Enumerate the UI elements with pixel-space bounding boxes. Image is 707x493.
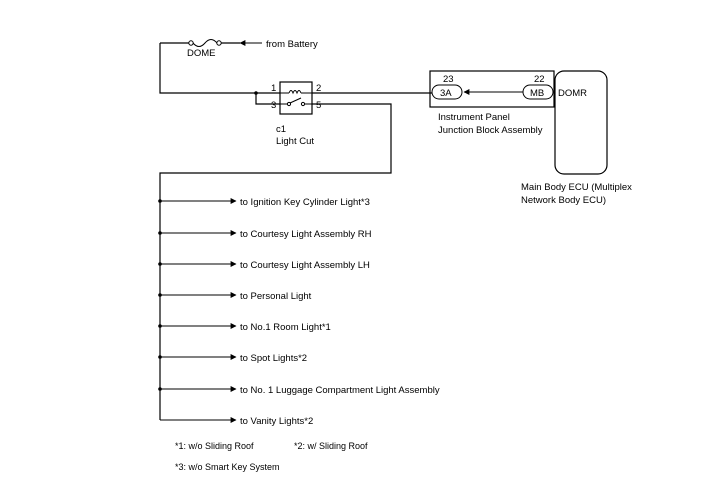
footnotes: *1: w/o Sliding Roof *2: w/ Sliding Roof…: [175, 441, 368, 472]
output-label: to No. 1 Luggage Compartment Light Assem…: [240, 385, 440, 396]
relay-id: c1: [276, 124, 286, 135]
instrument-panel-junction-block: 23 22 3A MB Instrument Panel Junction Bl…: [429, 70, 555, 136]
ecu-box: [554, 70, 608, 175]
dome-fuse: DOME: [160, 39, 240, 59]
light-cut-relay: 1 2 3 5 c1 Light Cut: [271, 81, 321, 147]
junction-dot: [254, 91, 258, 95]
footnote-3: *3: w/o Smart Key System: [175, 462, 280, 472]
ecu-name-1: Main Body ECU (Multiplex: [521, 182, 632, 193]
fuse-element-icon: [192, 39, 218, 47]
footnote-2: *2: w/ Sliding Roof: [294, 441, 368, 451]
output-branch-courtesy-lh: to Courtesy Light Assembly LH: [158, 260, 370, 271]
output-bus-wire: [159, 103, 392, 420]
relay-pin3-wire: [255, 93, 280, 105]
output-branch-room-light: to No.1 Room Light*1: [158, 322, 331, 333]
output-branch-personal: to Personal Light: [158, 291, 312, 302]
footnote-1: *1: w/o Sliding Roof: [175, 441, 254, 451]
fuse-terminal-left: [188, 40, 194, 46]
output-label: to Courtesy Light Assembly LH: [240, 260, 370, 271]
output-label: to Personal Light: [240, 291, 312, 302]
output-branch-vanity: to Vanity Lights*2: [160, 416, 313, 427]
output-label: to Courtesy Light Assembly RH: [240, 229, 372, 240]
connector-mb-label: MB: [530, 88, 544, 99]
output-label: to Ignition Key Cylinder Light*3: [240, 197, 370, 208]
connector-3a-label: 3A: [440, 88, 452, 99]
relay-coil-icon: [288, 90, 302, 95]
connector-3a: [431, 84, 463, 100]
main-body-ecu: DOMR Main Body ECU (Multiplex Network Bo…: [521, 70, 632, 206]
fuse-to-relay-wire: [159, 43, 280, 94]
junction-block-box: [429, 70, 555, 108]
battery-feed: from Battery: [239, 39, 318, 50]
output-branch-spot-lights: to Spot Lights*2: [158, 353, 307, 364]
output-branch-luggage: to No. 1 Luggage Compartment Light Assem…: [158, 385, 440, 396]
battery-source-label: from Battery: [266, 39, 318, 50]
output-branch-courtesy-rh: to Courtesy Light Assembly RH: [158, 229, 372, 240]
relay-box: [279, 81, 313, 115]
relay-name: Light Cut: [276, 136, 314, 147]
relay-pin-5: 5: [316, 100, 321, 111]
fuse-name: DOME: [187, 48, 216, 59]
junction-pin-23: 23: [443, 74, 454, 85]
output-label: to Spot Lights*2: [240, 353, 307, 364]
output-label: to Vanity Lights*2: [240, 416, 313, 427]
relay-pin-1: 1: [271, 83, 276, 94]
relay-pin-3: 3: [271, 100, 276, 111]
ecu-name-2: Network Body ECU): [521, 195, 606, 206]
fuse-terminal-right: [216, 40, 222, 46]
junction-name-2: Junction Block Assembly: [438, 125, 543, 136]
output-label: to No.1 Room Light*1: [240, 322, 331, 333]
relay-pin-2: 2: [316, 83, 321, 94]
ecu-terminal: DOMR: [558, 88, 587, 99]
relay-switch-icon: [289, 97, 302, 104]
output-branch-ignition-key: to Ignition Key Cylinder Light*3: [158, 197, 370, 208]
junction-pin-22: 22: [534, 74, 545, 85]
junction-name-1: Instrument Panel: [438, 112, 510, 123]
